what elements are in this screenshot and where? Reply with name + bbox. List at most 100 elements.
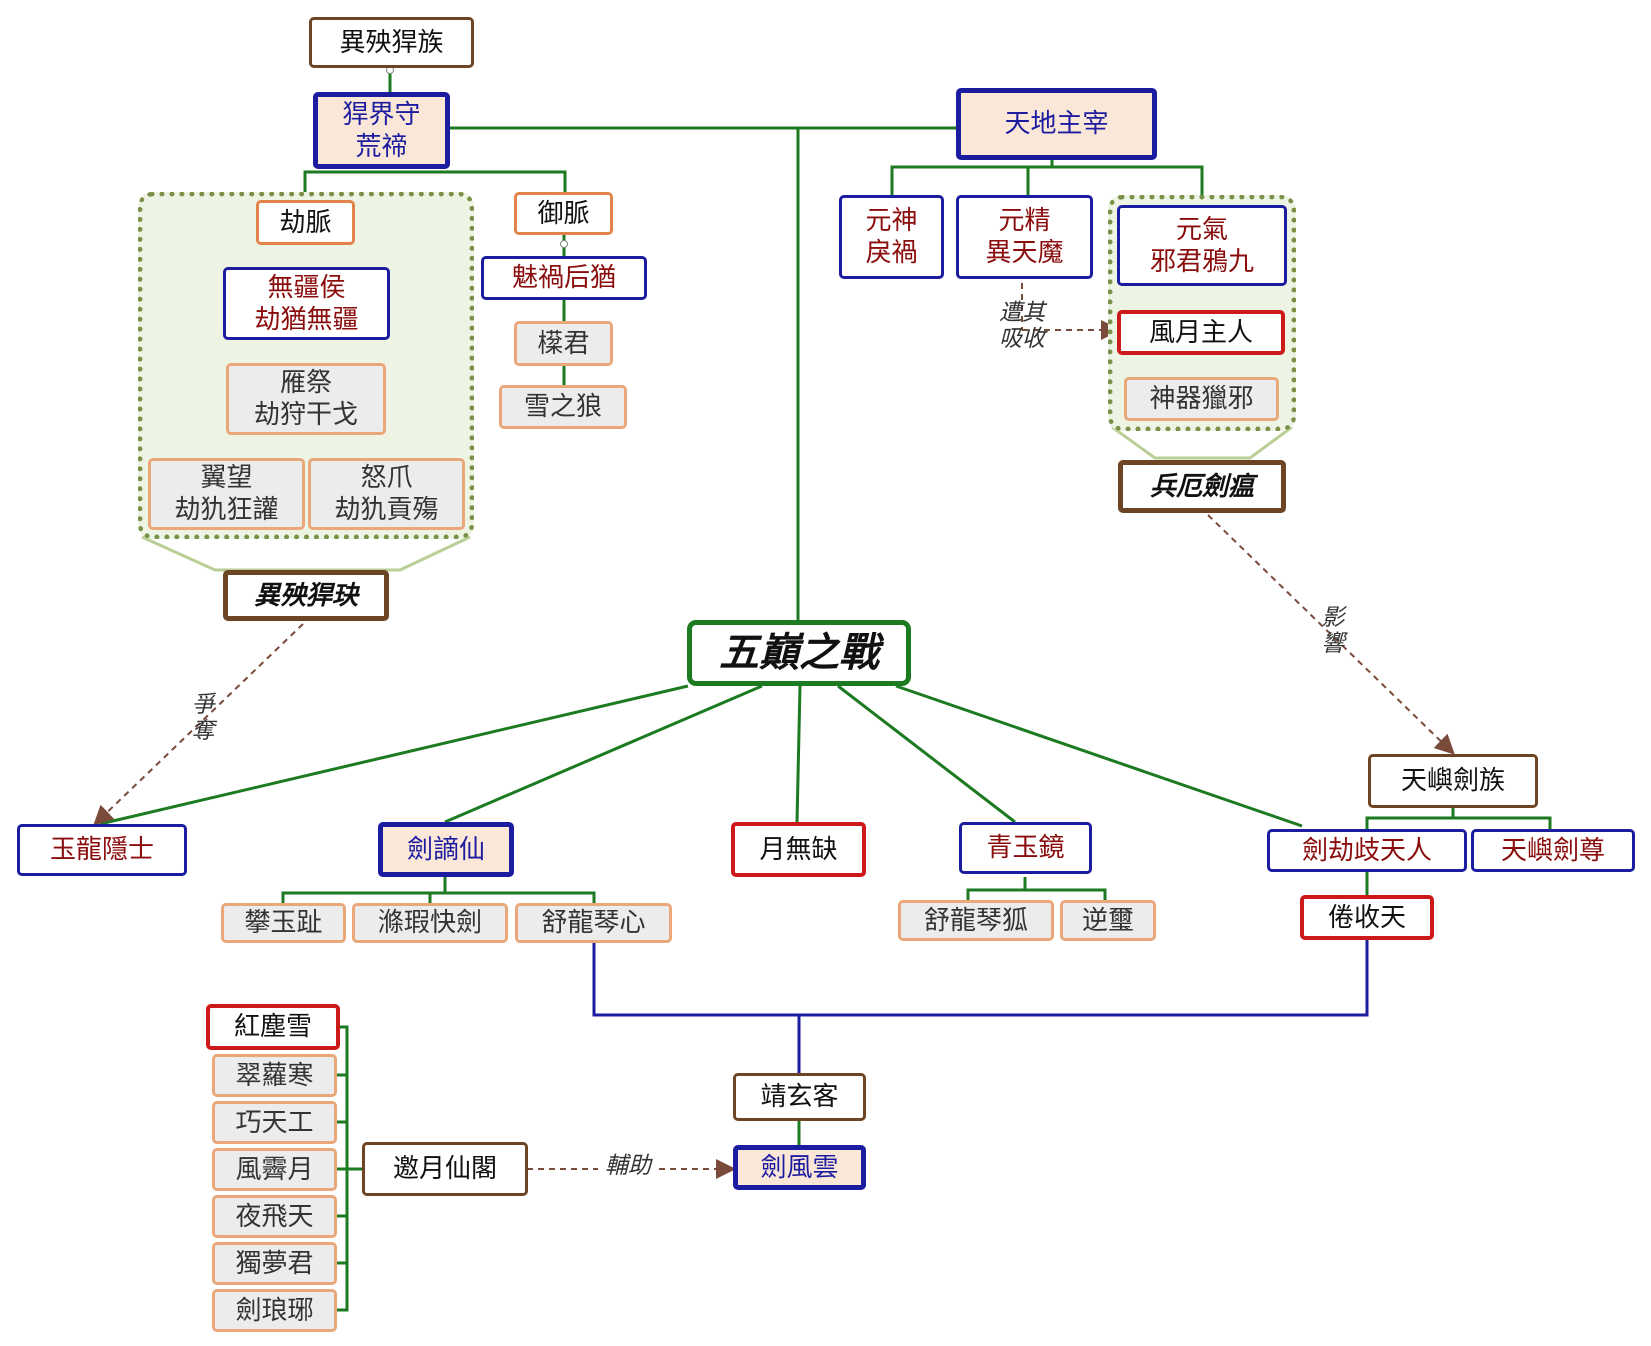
node-yiwang[interactable]: 翼望劫犰狂讙	[148, 458, 305, 530]
node-member[interactable]: 巧天工	[212, 1101, 337, 1144]
node-yulong[interactable]: 玉龍隱士	[17, 824, 187, 876]
node-label-line1: 無疆侯	[267, 272, 346, 303]
node-label: 巧天工	[235, 1107, 314, 1138]
node-shulong-hu[interactable]: 舒龍琴狐	[898, 900, 1054, 941]
edge-label-line2: 響	[1321, 631, 1345, 657]
node-binge[interactable]: 兵厄劍瘟	[1118, 460, 1286, 513]
edge-label-fuzhu: 輔助	[598, 1153, 658, 1179]
node-nixi[interactable]: 逆璽	[1060, 900, 1156, 941]
node-nuzhua[interactable]: 怒爪劫犰貢殤	[308, 458, 465, 530]
node-tianyu-zun[interactable]: 天嶼劍尊	[1471, 829, 1635, 872]
node-label: 玉龍隱士	[49, 835, 154, 865]
node-label-line2: 劫犰貢殤	[334, 495, 439, 525]
node-label: 倦收天	[1327, 902, 1406, 933]
node-jiemai[interactable]: 劫脈	[256, 200, 355, 245]
node-label: 邀月仙閣	[392, 1154, 497, 1184]
node-label: 青玉鏡	[986, 833, 1065, 863]
node-label: 異殃猂族	[339, 27, 444, 58]
node-yumai[interactable]: 御脈	[514, 192, 613, 235]
node-label: 滌瑕快劍	[377, 908, 482, 938]
node-qingyu[interactable]: 青玉鏡	[959, 822, 1092, 874]
node-dixia[interactable]: 滌瑕快劍	[352, 903, 508, 943]
node-member[interactable]: 翠蘿寒	[212, 1054, 337, 1097]
node-label-line2: 異天魔	[985, 238, 1064, 268]
node-label: 異殃猂玦	[253, 580, 358, 611]
node-tiandi[interactable]: 天地主宰	[956, 88, 1157, 160]
node-label-line2: 劫猶無疆	[254, 304, 359, 335]
edge-label-line1: 遭其	[999, 300, 1045, 326]
node-yanji[interactable]: 雁祭劫狩干戈	[226, 363, 386, 435]
node-meihuo[interactable]: 魅禍后猶	[481, 256, 647, 300]
node-label: 劍劫歧天人	[1301, 835, 1432, 866]
node-jianjie[interactable]: 劍劫歧天人	[1267, 829, 1467, 872]
node-yiyang-jue[interactable]: 異殃猂玦	[223, 570, 389, 621]
edge-label-line2: 吸收	[999, 326, 1045, 352]
edge-label-line2: 奪	[191, 718, 215, 744]
node-xuelang[interactable]: 雪之狼	[499, 385, 627, 429]
node-jijun[interactable]: 㯣君	[514, 321, 613, 366]
node-label: 御脈	[537, 198, 590, 229]
node-panyu[interactable]: 攀玉趾	[221, 903, 346, 943]
node-yuanqi[interactable]: 元氣邪君鴉九	[1117, 205, 1287, 286]
edge-label-line1: 影	[1321, 605, 1345, 631]
node-label-line2: 劫犰狂讙	[174, 495, 279, 525]
node-label: 舒龍琴狐	[923, 905, 1028, 936]
node-member[interactable]: 紅塵雪	[206, 1004, 340, 1050]
node-label: 劍謫仙	[406, 834, 485, 865]
node-yuanshen[interactable]: 元神戾禍	[839, 195, 944, 279]
node-member[interactable]: 劍琅琊	[212, 1289, 337, 1332]
node-label: 魅禍后猶	[511, 263, 616, 293]
node-label: 劫脈	[279, 207, 332, 238]
edge-label-text: 輔助	[605, 1153, 651, 1179]
node-label: 紅塵雪	[233, 1012, 312, 1042]
node-jieshou[interactable]: 倦收天	[1300, 895, 1434, 940]
node-tianyu-clan[interactable]: 天嶼劍族	[1368, 754, 1538, 808]
node-label-line2: 邪君鴉九	[1149, 246, 1254, 277]
node-shulong-qin[interactable]: 舒龍琴心	[515, 903, 672, 943]
node-label-line2: 荒禘	[355, 131, 408, 162]
node-label-line1: 元氣	[1175, 214, 1228, 245]
edge-label-zaoqi: 遭其吸收	[996, 300, 1048, 352]
node-label: 神器獵邪	[1149, 384, 1254, 414]
node-member[interactable]: 夜飛天	[212, 1195, 337, 1238]
node-jingxuan[interactable]: 靖玄客	[733, 1073, 866, 1121]
node-jianfeng[interactable]: 劍風雲	[733, 1145, 866, 1190]
node-label: 逆璽	[1081, 905, 1134, 936]
node-label: 攀玉趾	[244, 908, 323, 938]
node-label-line1: 翼望	[200, 463, 253, 493]
lineage-link	[592, 940, 1369, 1073]
node-label-line1: 雁祭	[279, 368, 332, 398]
node-member[interactable]: 獨夢君	[212, 1242, 337, 1285]
node-label: 靖玄客	[760, 1082, 839, 1112]
node-shenqi[interactable]: 神器獵邪	[1124, 377, 1279, 421]
node-label: 劍琅琊	[235, 1295, 314, 1326]
node-label: 天地主宰	[1004, 109, 1109, 139]
root-label: 五巔之戰	[719, 629, 879, 676]
node-yiyang-clan[interactable]: 異殃猂族	[309, 17, 474, 68]
node-label: 月無缺	[759, 834, 838, 865]
node-wujiang[interactable]: 無疆侯劫猶無疆	[223, 267, 390, 340]
node-member[interactable]: 風霽月	[212, 1148, 337, 1191]
node-label: 雪之狼	[523, 392, 602, 422]
node-yuewu[interactable]: 月無缺	[731, 822, 866, 877]
node-label-line1: 元神	[865, 206, 918, 236]
node-label: 翠蘿寒	[235, 1060, 314, 1091]
node-label: 㯣君	[537, 328, 590, 359]
tree-connectors	[99, 70, 1552, 1312]
node-label-line1: 元精	[998, 206, 1051, 236]
node-label-line2: 戾禍	[865, 238, 918, 268]
edge-label-zhengduo: 爭奪	[188, 692, 218, 744]
node-label: 夜飛天	[235, 1201, 314, 1232]
node-root[interactable]: 五巔之戰	[687, 620, 911, 686]
expand-dot[interactable]	[560, 240, 568, 248]
node-fengyue[interactable]: 風月主人	[1117, 310, 1285, 355]
node-label: 天嶼劍族	[1400, 766, 1505, 796]
node-yuanjing[interactable]: 元精異天魔	[956, 195, 1093, 279]
node-label-line1: 怒爪	[360, 463, 413, 493]
node-label: 兵厄劍瘟	[1149, 471, 1254, 502]
edge-label-line1: 爭	[191, 692, 215, 718]
node-yaoyue[interactable]: 邀月仙閣	[362, 1142, 528, 1196]
edge-label-yingxiang: 影響	[1318, 605, 1348, 657]
node-hanjie[interactable]: 猂界守荒禘	[313, 92, 450, 169]
node-jianzhe[interactable]: 劍謫仙	[378, 822, 514, 877]
